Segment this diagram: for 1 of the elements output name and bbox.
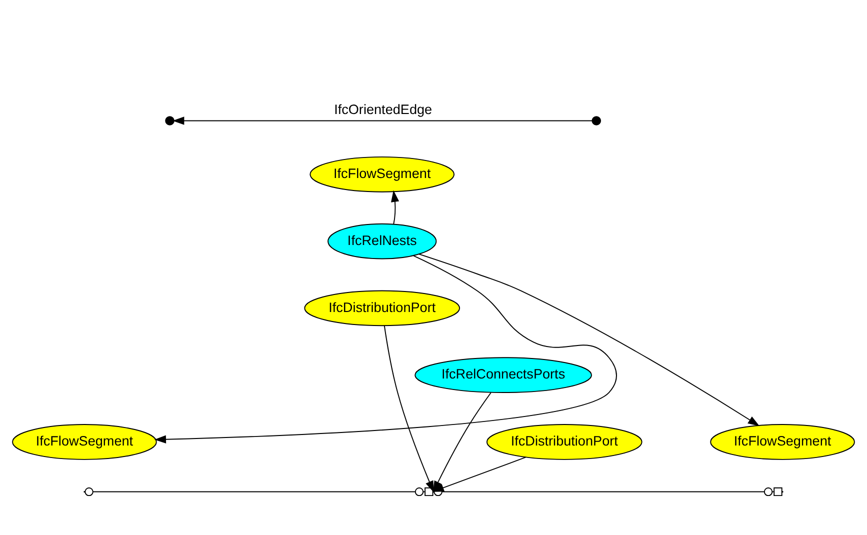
edge-label: IfcOrientedEdge	[334, 102, 432, 118]
